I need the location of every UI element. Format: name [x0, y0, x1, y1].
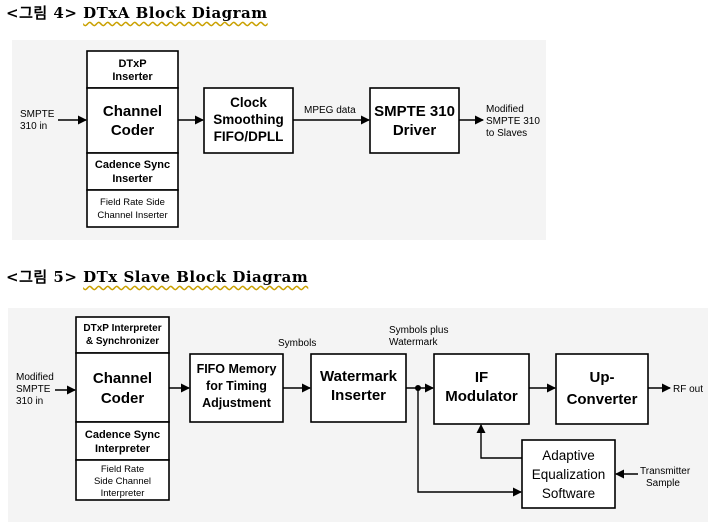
fig5-if-modulator-block	[433, 353, 530, 425]
fig4-input-line2: 310 in	[20, 121, 47, 132]
fig4-output-label: Modified SMPTE 310 to Slaves	[486, 104, 540, 139]
fig5-rf-out-label: RF out	[673, 384, 703, 395]
fig4-dtxp-inserter-line2: Inserter	[112, 71, 153, 83]
fig5-dtxp-interpreter-line2: & Synchronizer	[86, 336, 159, 347]
fig5-arrow-adaptive-to-if	[476, 424, 522, 459]
fig4-output-line1: Modified	[486, 104, 524, 115]
fig5-transmitter-line1: Transmitter	[640, 466, 691, 477]
fig5-watermark-block	[310, 353, 407, 423]
fig4-driver-line2: Driver	[393, 122, 437, 139]
fig5-cadence-sync-line1: Cadence Sync	[85, 429, 160, 441]
fig4-clock-line3: FIFO/DPLL	[214, 129, 284, 144]
figure-4-caption-title: DTxA Block Diagram	[83, 4, 268, 22]
fig5-adaptive-line3: Software	[542, 486, 595, 501]
fig5-fifo-line2: for Timing	[206, 379, 267, 393]
fig5-fifo-line1: FIFO Memory	[197, 362, 277, 376]
fig5-upconv-line1: Up-	[590, 369, 615, 386]
fig4-cadence-sync-line1: Cadence Sync	[95, 159, 170, 171]
fig5-input-line1: Modified	[16, 372, 54, 383]
fig5-transmitter-line2: Sample	[646, 478, 680, 489]
fig5-field-rate-line3: Interpreter	[101, 488, 145, 499]
fig4-channel-coder-line1: Channel	[103, 103, 162, 120]
fig5-adaptive-block	[521, 439, 616, 509]
fig4-clock-line1: Clock	[230, 95, 267, 110]
fig5-cadence-sync-block	[75, 421, 170, 461]
fig5-symbols-label: Symbols	[278, 338, 316, 349]
fig4-dtxp-inserter-block	[86, 50, 179, 89]
fig4-input-label: SMPTE 310 in	[20, 109, 55, 132]
fig5-upconv-line2: Converter	[567, 391, 638, 408]
fig5-if-line1: IF	[475, 369, 488, 386]
fig5-symbols-plus-line1: Symbols plus	[389, 325, 448, 336]
fig4-field-rate-line2: Channel Inserter	[97, 210, 167, 221]
fig5-channel-coder-line2: Coder	[101, 390, 145, 407]
fig5-adaptive-line1: Adaptive	[542, 448, 595, 463]
fig4-dtxp-inserter-line1: DTxP	[118, 58, 146, 70]
fig5-watermark-line2: Inserter	[331, 387, 386, 404]
fig5-if-line2: Modulator	[445, 388, 518, 405]
fig4-smpte-driver-block	[369, 87, 460, 154]
fig5-input-label: Modified SMPTE 310 in	[16, 372, 54, 407]
figure-4-caption-prefix: <그림 4>	[6, 4, 78, 22]
fig5-input-line2: SMPTE	[16, 384, 51, 395]
fig4-driver-line1: SMPTE 310	[374, 103, 455, 120]
figure-5-caption: <그림 5> DTx Slave Block Diagram	[6, 266, 308, 287]
fig5-symbols-plus-label: Symbols plus Watermark	[389, 325, 448, 348]
fig4-cadence-sync-line2: Inserter	[112, 173, 153, 185]
fig5-cadence-sync-line2: Interpreter	[95, 443, 151, 455]
fig4-clock-smoothing-block	[203, 87, 294, 154]
fig5-fifo-line3: Adjustment	[202, 396, 272, 410]
fig4-field-rate-line1: Field Rate Side	[100, 197, 165, 208]
fig5-fifo-memory-block	[189, 353, 284, 423]
fig5-channel-coder-line1: Channel	[93, 370, 152, 387]
fig5-field-rate-block	[75, 459, 170, 501]
fig4-output-line3: to Slaves	[486, 128, 527, 139]
fig5-channel-coder-block	[75, 352, 170, 423]
fig5-up-converter-block	[555, 353, 649, 425]
fig4-input-line1: SMPTE	[20, 109, 55, 120]
fig4-cadence-sync-block	[86, 152, 179, 191]
fig4-clock-line2: Smoothing	[213, 112, 284, 127]
fig5-dtxp-interpreter-line1: DTxP Interpreter	[83, 323, 161, 334]
fig5-adaptive-line2: Equalization	[532, 467, 606, 482]
fig5-watermark-line1: Watermark	[320, 368, 398, 385]
fig5-symbols-plus-line2: Watermark	[389, 337, 439, 348]
fig5-input-line3: 310 in	[16, 396, 43, 407]
fig4-mpeg-data-label: MPEG data	[304, 105, 356, 116]
figure-5-caption-prefix: <그림 5>	[6, 268, 78, 286]
fig5-field-rate-line2: Side Channel	[94, 476, 151, 487]
fig4-channel-coder-line2: Coder	[111, 122, 155, 139]
fig4-field-rate-block	[86, 189, 179, 228]
fig4-output-line2: SMPTE 310	[486, 116, 540, 127]
fig5-transmitter-sample-label: Transmitter Sample	[640, 466, 691, 489]
fig4-channel-coder-block	[86, 87, 179, 154]
figure-4-caption: <그림 4> DTxA Block Diagram	[6, 2, 268, 23]
fig5-arrow-branch-to-adaptive	[417, 388, 522, 497]
fig5-field-rate-line1: Field Rate	[101, 464, 144, 475]
figure-5-caption-title: DTx Slave Block Diagram	[83, 268, 309, 286]
